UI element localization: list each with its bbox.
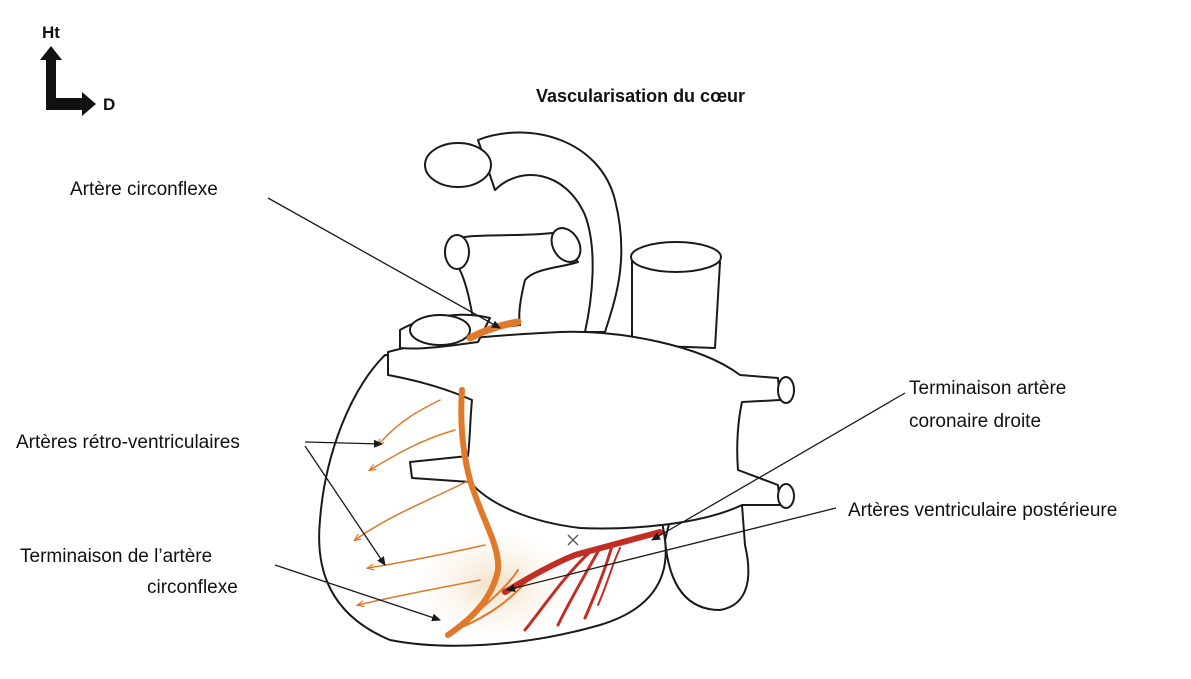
aortic-arch [477,131,623,333]
leader-term-circumflex [274,564,441,622]
leader-circumflex [267,197,501,329]
posterior-branch-1 [523,550,592,632]
orientation-up-label: Ht [42,23,60,42]
leader-retro-1 [304,439,383,448]
leader-lines [267,197,906,622]
label-term-circumflex-line2: circonflexe [147,577,238,598]
retro-artery-1 [378,399,441,445]
leader-term-rca [651,392,906,541]
heart-outline [318,131,795,647]
arch-vessel-opening [424,142,492,188]
posterior-ventricular-arteries [502,529,663,632]
retro-artery-2 [370,429,456,470]
leader-retro-2 [304,445,386,566]
retro-artery-4 [368,544,486,568]
orientation-indicator: Ht D [40,23,115,116]
vena-cava-opening [630,241,722,273]
diagram-title: Vascularisation du cœur [536,86,745,106]
right-coronary-terminal [502,529,663,595]
posterior-branch-2 [556,546,602,627]
label-term-rca-line2: coronaire droite [909,411,1041,432]
retro-artery-3 [355,479,471,540]
retro-artery-5 [358,579,481,605]
posterior-branch-4 [597,547,621,606]
circumflex-terminal-branch [454,569,519,631]
label-term-circumflex-line1: Terminaison de l’artère [20,546,212,567]
orientation-arrow-icon [40,46,96,116]
superior-vena-cava [631,259,721,349]
orientation-right-label: D [103,95,115,114]
pulmonary-left-opening [444,234,470,270]
leader-post-ventricular [506,507,837,592]
pulmonary-trunk [454,231,579,331]
left-vein-opening [409,314,471,346]
left-atrium [387,330,781,530]
junction-cross-icon [567,534,579,546]
retro-ventricular-arteries [355,399,486,605]
vein-opening-lower [777,483,795,509]
label-retro-ventricular: Artères rétro-ventriculaires [16,432,240,453]
circumflex-artery-descending [445,387,502,638]
label-term-rca-line1: Terminaison artère [909,378,1066,399]
vein-opening-upper [777,376,795,404]
inferior-vena-cava [664,504,750,611]
label-post-ventricular: Artères ventriculaire postérieure [848,500,1117,521]
pulmonary-right-opening [550,227,582,263]
posterior-branch-3 [583,544,614,620]
label-circumflex: Artère circonflexe [70,179,218,200]
